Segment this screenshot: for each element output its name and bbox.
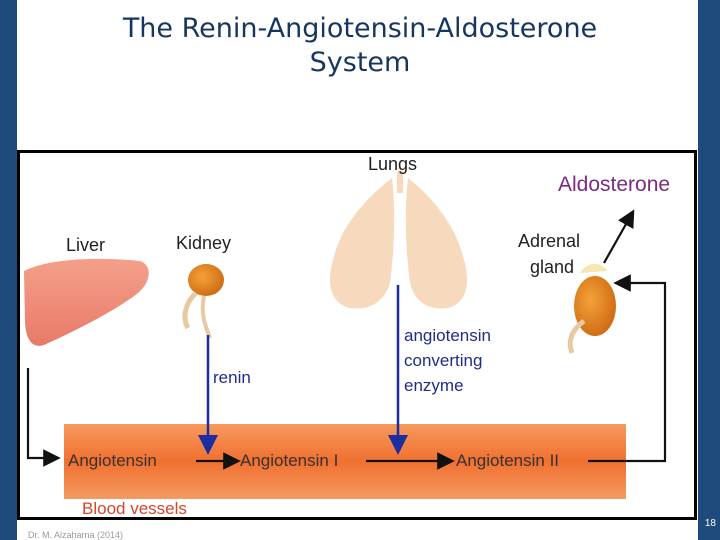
lungs-label: Lungs: [368, 154, 418, 174]
aldosterone-label: Aldosterone: [558, 173, 671, 196]
angiotensin-i-label: Angiotensin I: [240, 451, 339, 470]
adrenal-gland-label: Adrenal gland: [518, 228, 580, 280]
ace-label-line2: converting: [404, 351, 483, 370]
ace-label-line1: angiotensin: [404, 326, 491, 345]
slide-page-number: 18: [704, 518, 716, 529]
blood-vessel-band: [64, 424, 626, 499]
adrenal-label-line2: gland: [530, 257, 575, 277]
diagram-frame: Lungs Aldosterone Liver Kidney Adrenal g…: [17, 150, 697, 520]
liver-to-vessel-arrow: [26, 368, 61, 467]
aldosterone-arrow: [603, 209, 635, 264]
renin-label: renin: [213, 368, 251, 387]
angiotensinogen-label: Angiotensin: [68, 451, 157, 470]
blood-vessels-label: Blood vessels: [82, 499, 187, 518]
left-accent-bar: [0, 0, 17, 540]
diagram-canvas: [24, 171, 667, 499]
kidney-shape: [182, 264, 224, 339]
slide-title-line2: System: [309, 47, 411, 78]
liver-shape: [24, 258, 149, 346]
liver-label: Liver: [66, 235, 106, 255]
slide-title: The Renin-Angiotensin-Aldosterone System: [60, 12, 660, 80]
kidney-label: Kidney: [176, 233, 232, 253]
feedback-arrow: [588, 274, 667, 463]
angiotensin-ii-label: Angiotensin II: [456, 451, 560, 470]
slide-title-line1: The Renin-Angiotensin-Aldosterone: [122, 13, 598, 44]
adrenal-kidney-shape: [567, 263, 616, 354]
ace-label: angiotensin converting enzyme: [404, 323, 491, 398]
adrenal-label-line1: Adrenal: [518, 231, 581, 251]
lungs-shape: [330, 171, 468, 309]
slide-footer-credit: Dr. M. Alzaharna (2014): [28, 530, 124, 540]
right-accent-bar: [698, 0, 720, 540]
ace-label-line3: enzyme: [404, 376, 464, 395]
